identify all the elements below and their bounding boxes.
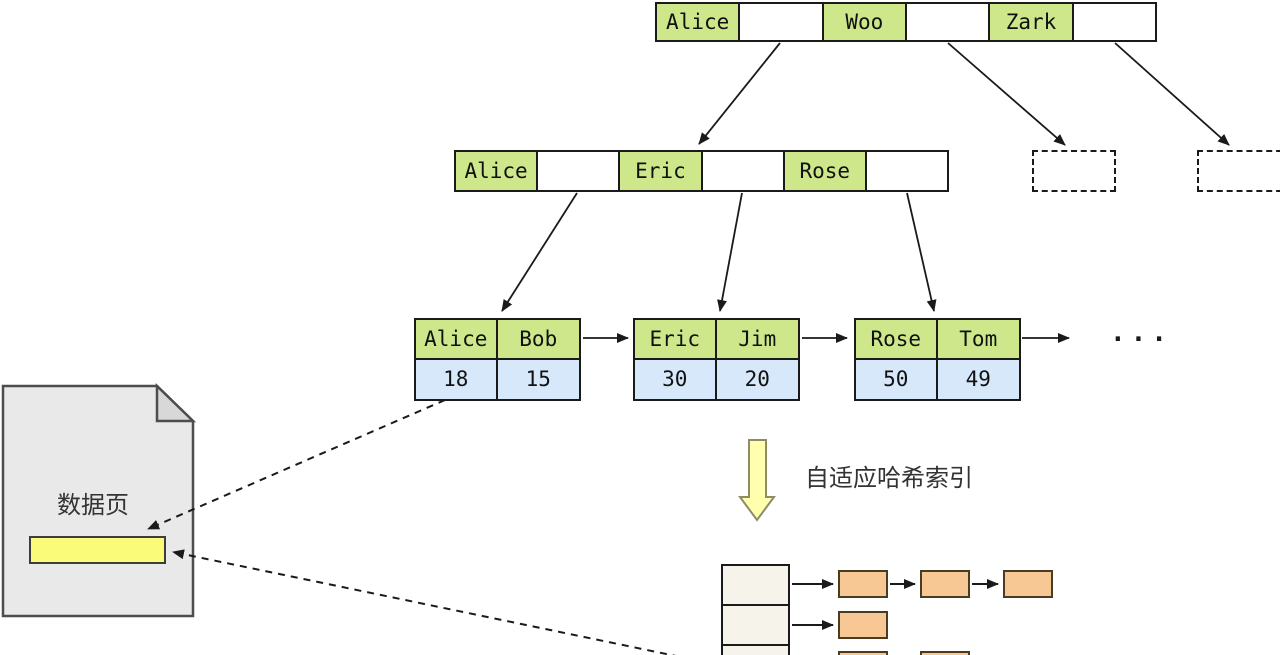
leaf2-key-1: Eric [635,320,717,360]
hash-chain2-cell-1 [838,611,888,639]
root-pointer-cell-2 [906,4,991,40]
hash-bucket-cell-3 [723,646,788,655]
leaf2-key-2: Jim [716,320,798,360]
arrow-internal-to-leaf-1 [501,192,578,312]
hash-chain1-cell-3 [1003,570,1053,598]
dashed-placeholder-node-2 [1197,150,1280,192]
leaf2-value-1: 30 [635,359,717,399]
btree-leaf-node-3: Rose Tom 50 49 [854,318,1021,401]
hash-bucket-cell-2 [723,606,788,646]
internal-key-cell-3: Rose [784,152,867,190]
arrow-root-to-dashed-box-2 [1114,42,1230,146]
root-pointer-cell-3 [1073,4,1155,40]
dashed-arrow-hash-to-data-page [172,549,677,655]
hash-chain3-cell-2 [920,651,970,655]
btree-internal-node: Alice Eric Rose [454,150,949,192]
internal-pointer-cell-3 [866,152,948,190]
hash-chain1-cell-1 [838,570,888,598]
leaf3-value-2: 49 [937,359,1019,399]
hash-bucket-cell-1 [723,566,788,606]
leaf2-value-2: 20 [716,359,798,399]
data-page-label: 数据页 [57,491,129,519]
leaf3-value-1: 50 [856,359,938,399]
hash-bucket-array [721,564,790,655]
leaf3-key-1: Rose [856,320,938,360]
hash-chain3-cell-1 [838,651,888,655]
transform-down-arrow-icon [738,439,776,522]
root-pointer-cell-1 [740,4,824,40]
leaf3-key-2: Tom [937,320,1019,360]
arrow-internal-to-leaf-3 [906,192,937,312]
leaf-chain-ellipsis: ... [1110,318,1172,348]
root-key-cell-1: Alice [657,4,741,40]
root-key-cell-2: Woo [823,4,907,40]
internal-key-cell-1: Alice [456,152,539,190]
dashed-placeholder-node-1 [1032,150,1116,192]
arrow-root-to-dashed-box-1 [947,42,1066,146]
leaf1-value-1: 18 [416,359,498,399]
btree-leaf-node-2: Eric Jim 30 20 [633,318,800,401]
dashed-arrow-leaf-to-data-page [147,399,446,530]
root-key-cell-3: Zark [990,4,1074,40]
adaptive-hash-index-label: 自适应哈希索引 [805,464,973,492]
arrow-root-to-internal [698,42,781,145]
leaf1-value-2: 15 [497,359,579,399]
leaf1-key-1: Alice [416,320,498,360]
internal-pointer-cell-1 [538,152,621,190]
btree-leaf-node-1: Alice Bob 18 15 [414,318,581,401]
btree-root-node: Alice Woo Zark [655,2,1157,42]
arrow-internal-to-leaf-2 [717,192,743,312]
internal-key-cell-2: Eric [620,152,703,190]
internal-pointer-cell-2 [702,152,785,190]
data-page-highlight-row [29,536,166,564]
leaf1-key-2: Bob [497,320,579,360]
hash-chain1-cell-2 [920,570,970,598]
